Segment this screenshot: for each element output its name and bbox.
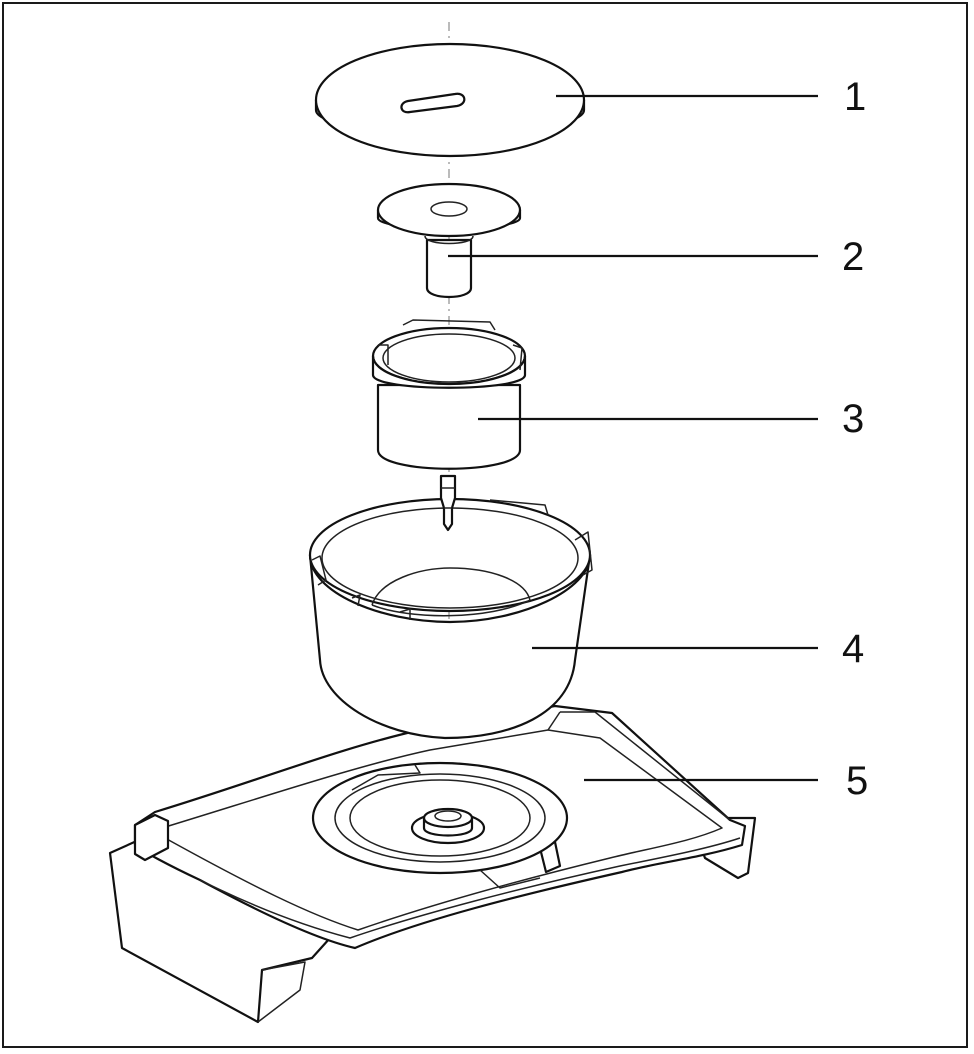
lid-disc — [314, 42, 586, 158]
tamper-disc — [376, 182, 522, 298]
filter-cup — [371, 319, 527, 532]
part-number-3: 3 — [842, 397, 864, 441]
part-number-4: 4 — [842, 627, 864, 671]
base-tray — [108, 704, 757, 1024]
part-number-2: 2 — [842, 235, 864, 279]
large-bowl — [308, 497, 593, 740]
part-number-1: 1 — [844, 75, 866, 119]
part-number-5: 5 — [846, 759, 868, 803]
